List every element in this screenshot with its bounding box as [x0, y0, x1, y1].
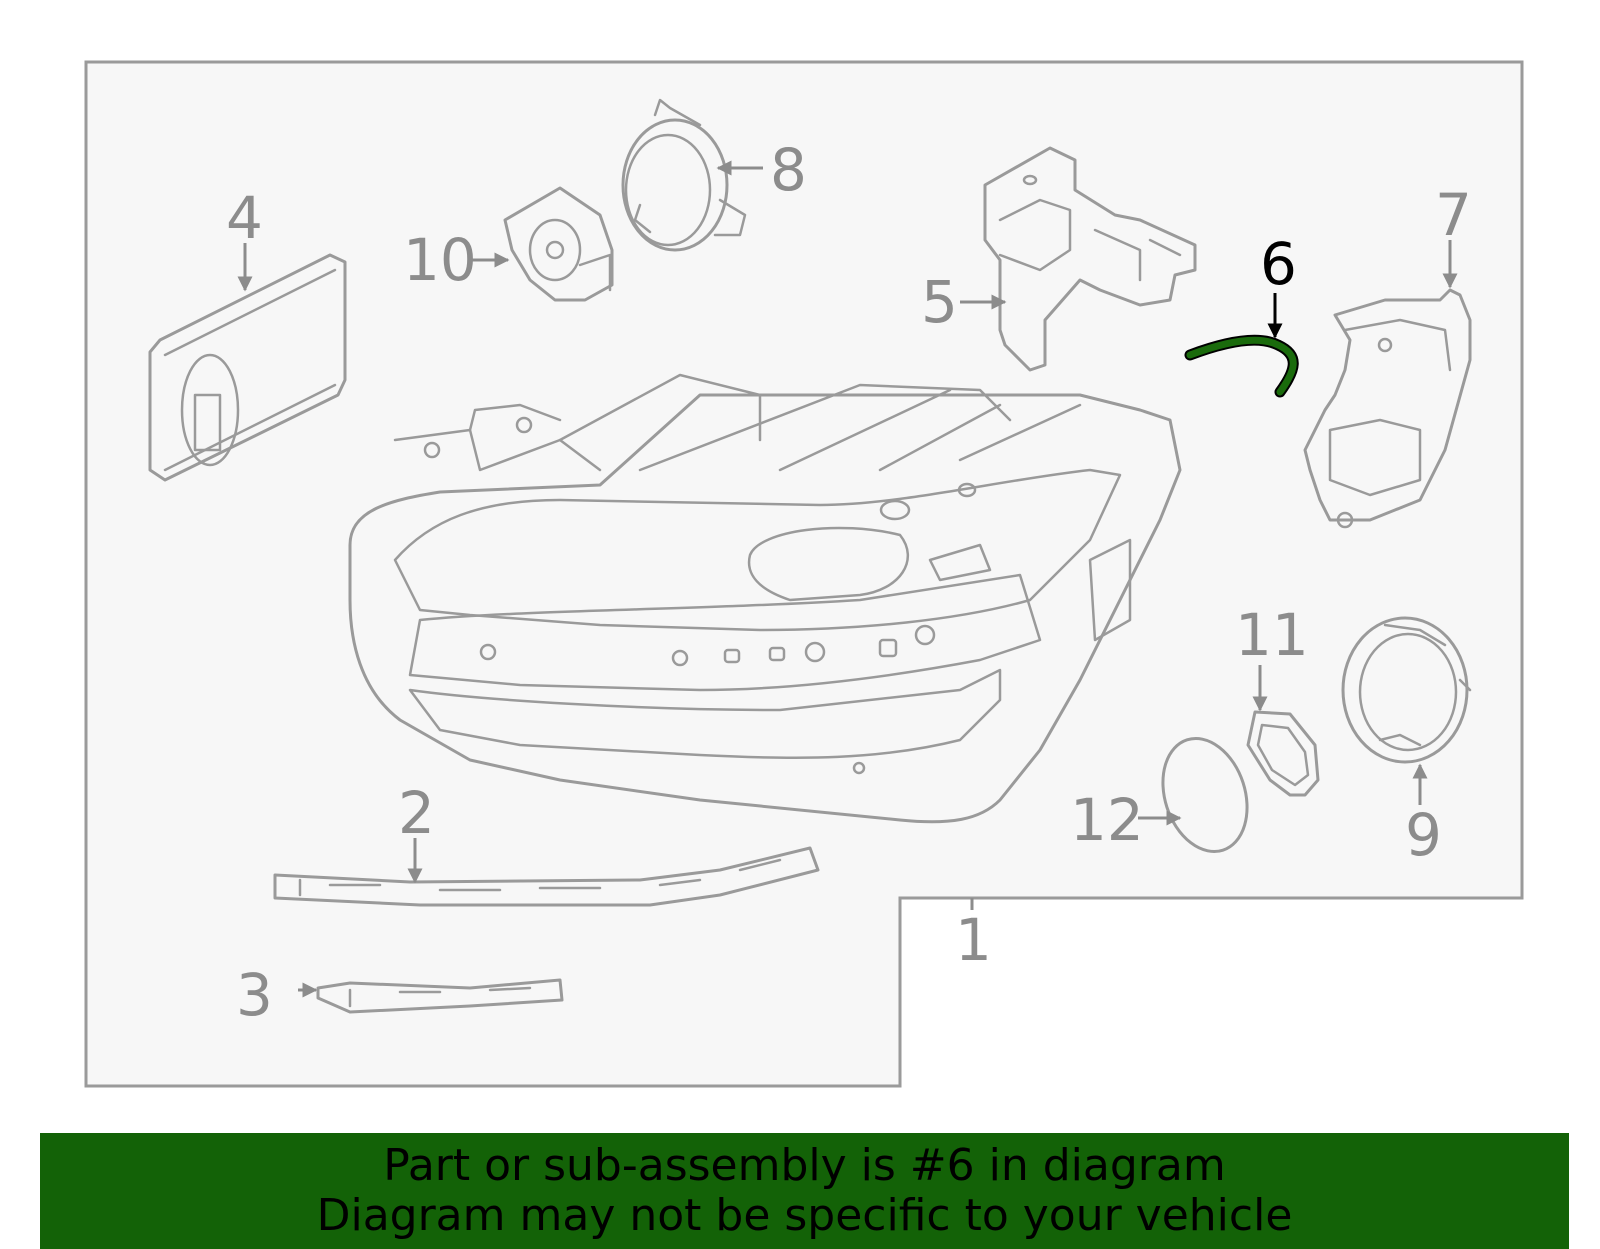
- part-8-reflector-cap: [621, 98, 747, 252]
- callout-8: 8: [770, 136, 807, 204]
- callout-7: 7: [1435, 181, 1472, 249]
- info-banner: Part or sub-assembly is #6 in diagram Di…: [40, 1133, 1569, 1249]
- banner-line-1: Part or sub-assembly is #6 in diagram: [383, 1140, 1226, 1191]
- callout-9: 9: [1405, 801, 1442, 869]
- callout-12: 12: [1070, 786, 1144, 854]
- callout-10: 10: [403, 226, 477, 294]
- part-1-headlamp-housing: [348, 373, 1182, 824]
- part-6-seal-highlighted: [1184, 334, 1299, 398]
- part-5-mounting-bracket: [983, 146, 1197, 372]
- part-11-small-cover: [1246, 710, 1320, 797]
- part-12-round-cap: [1161, 736, 1249, 854]
- callout-5: 5: [921, 268, 958, 336]
- callout-3: 3: [236, 961, 273, 1029]
- callout-4: 4: [226, 184, 263, 252]
- callout-2: 2: [398, 779, 435, 847]
- part-4-control-module: [148, 253, 347, 482]
- callout-6: 6: [1260, 230, 1297, 298]
- banner-line-2: Diagram may not be specific to your vehi…: [316, 1190, 1293, 1241]
- callout-1: 1: [955, 906, 992, 974]
- part-9-retaining-ring: [1341, 616, 1472, 764]
- callout-labels: 1 2 3 4 5 6 7 8 9 10 11 12: [226, 136, 1472, 1029]
- leader-lines: [237, 160, 1458, 998]
- part-2-bracket: [273, 846, 820, 907]
- callout-11: 11: [1235, 601, 1309, 669]
- part-3-bracket: [316, 978, 564, 1014]
- part-7-lamp-module: [1303, 288, 1472, 529]
- part-10-bulb-socket: [503, 186, 614, 302]
